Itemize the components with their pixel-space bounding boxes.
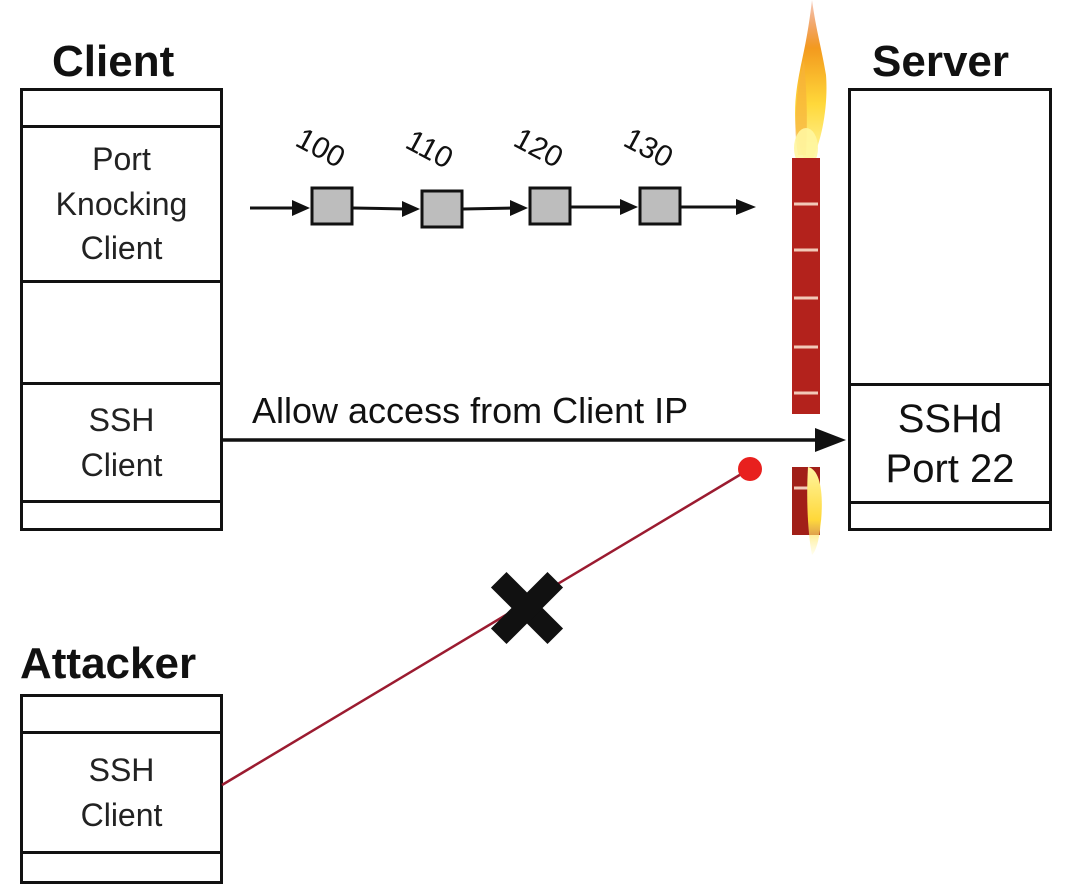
port-knocking-client-section: Port Knocking Client bbox=[23, 125, 220, 280]
blocked-x-icon bbox=[490, 571, 564, 645]
attacker-ssh-line-1: SSH bbox=[88, 751, 155, 788]
allow-access-label: Allow access from Client IP bbox=[252, 390, 689, 431]
knock-arrowhead-4 bbox=[620, 199, 638, 215]
firewall-flame-bottom bbox=[807, 467, 822, 555]
port-knocking-line-3: Client bbox=[80, 230, 163, 267]
knock-packet-2 bbox=[420, 189, 464, 229]
attacker-ssh-line-2: Client bbox=[80, 796, 163, 833]
port-knocking-line-1: Port bbox=[92, 140, 151, 177]
knock-arrow-3 bbox=[462, 206, 515, 211]
knock-arrowhead-5 bbox=[736, 199, 756, 215]
allowed-connection bbox=[223, 428, 846, 452]
client-ssh-section: SSH Client bbox=[23, 382, 220, 500]
server-heading: Server bbox=[872, 37, 1010, 86]
knock-sequence bbox=[250, 186, 756, 229]
knock-packet-1 bbox=[310, 186, 354, 226]
server-sshd-line-2: Port 22 bbox=[885, 446, 1015, 491]
attacker-heading: Attacker bbox=[20, 639, 197, 688]
blocked-connection bbox=[221, 457, 762, 787]
attacker-ssh-section: SSH Client bbox=[23, 731, 220, 851]
client-heading: Client bbox=[52, 37, 175, 86]
firewall bbox=[792, 0, 827, 555]
attacker-box: SSH Client bbox=[20, 694, 223, 884]
knock-arrowhead-3 bbox=[510, 200, 528, 216]
client-section-empty bbox=[23, 280, 220, 382]
client-section-bottom bbox=[23, 500, 220, 528]
server-sshd-section: SSHd Port 22 bbox=[851, 383, 1049, 501]
firewall-upper-wall bbox=[792, 158, 820, 414]
knock-packet-4 bbox=[638, 186, 682, 226]
client-box: Port Knocking Client SSH Client bbox=[20, 88, 223, 531]
server-section-bottom bbox=[851, 501, 1049, 528]
knock-arrowhead-1 bbox=[292, 200, 310, 216]
attacker-section-bottom bbox=[23, 851, 220, 891]
server-box: SSHd Port 22 bbox=[848, 88, 1052, 531]
allowed-connection-arrowhead bbox=[815, 428, 846, 452]
attacker-connection-line bbox=[221, 468, 749, 787]
port-knocking-line-2: Knocking bbox=[55, 185, 188, 222]
diagram-graphics bbox=[221, 0, 846, 787]
knock-packet-3 bbox=[528, 186, 572, 226]
server-sshd-line-1: SSHd bbox=[897, 396, 1003, 441]
client-ssh-line-1: SSH bbox=[88, 401, 155, 438]
knock-arrow-2 bbox=[352, 206, 407, 211]
blocked-dot bbox=[738, 457, 762, 481]
client-ssh-line-2: Client bbox=[80, 446, 163, 483]
knock-arrowhead-2 bbox=[402, 201, 420, 217]
